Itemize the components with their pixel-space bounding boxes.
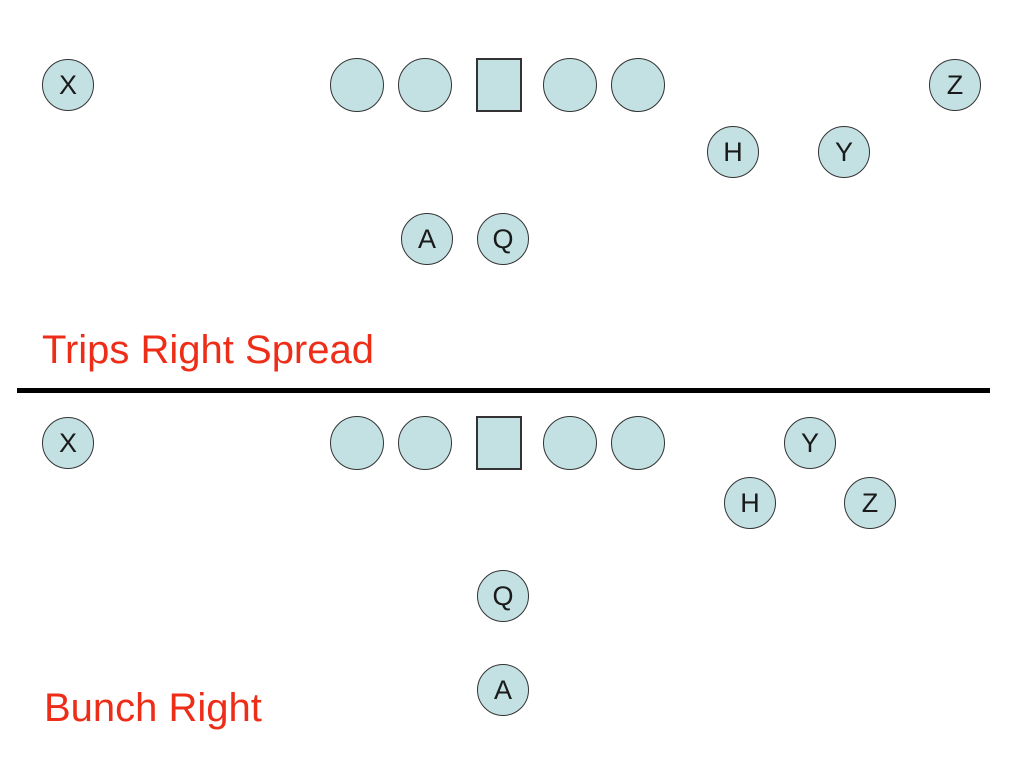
formation-title-bunch-right: Bunch Right bbox=[44, 686, 262, 730]
lineman-circle-marker bbox=[611, 58, 665, 112]
lineman-circle-marker bbox=[330, 58, 384, 112]
lineman-circle-marker bbox=[543, 58, 597, 112]
lineman-circle-marker bbox=[330, 416, 384, 470]
player-h-marker: H bbox=[724, 477, 776, 529]
lineman-circle-marker bbox=[398, 58, 452, 112]
player-y-marker: Y bbox=[784, 417, 836, 469]
player-z-marker: Z bbox=[929, 59, 981, 111]
player-q-marker: Q bbox=[477, 213, 529, 265]
player-q-marker: Q bbox=[477, 570, 529, 622]
lineman-circle-marker bbox=[611, 416, 665, 470]
player-x-marker: X bbox=[42, 59, 94, 111]
formation-title-trips-right-spread: Trips Right Spread bbox=[42, 328, 374, 372]
player-z-marker: Z bbox=[844, 477, 896, 529]
player-h-marker: H bbox=[707, 126, 759, 178]
divider-line bbox=[17, 388, 990, 393]
player-a-marker: A bbox=[401, 213, 453, 265]
lineman-circle-marker bbox=[398, 416, 452, 470]
lineman-circle-marker bbox=[543, 416, 597, 470]
player-y-marker: Y bbox=[818, 126, 870, 178]
player-a-marker: A bbox=[477, 664, 529, 716]
center-square-marker bbox=[476, 416, 522, 470]
center-square-marker bbox=[476, 58, 522, 112]
player-x-marker: X bbox=[42, 417, 94, 469]
